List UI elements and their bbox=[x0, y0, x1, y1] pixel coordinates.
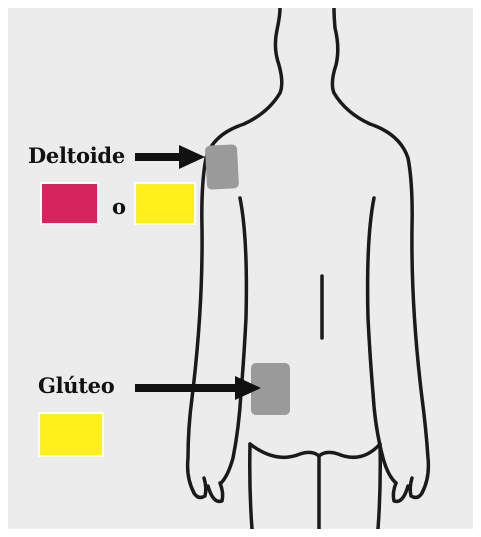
deltoid-label: Deltoide bbox=[28, 143, 125, 168]
deltoid-injection-site bbox=[205, 144, 239, 190]
yellow-swatch-gluteal bbox=[38, 412, 104, 457]
gluteal-label: Glúteo bbox=[38, 373, 114, 398]
gluteal-arrow bbox=[135, 375, 263, 401]
magenta-swatch bbox=[40, 182, 99, 225]
yellow-swatch-deltoid bbox=[134, 182, 196, 225]
deltoid-arrow bbox=[135, 144, 207, 170]
or-label: o bbox=[112, 194, 126, 219]
diagram-frame: Deltoide o Glúteo bbox=[8, 8, 473, 529]
